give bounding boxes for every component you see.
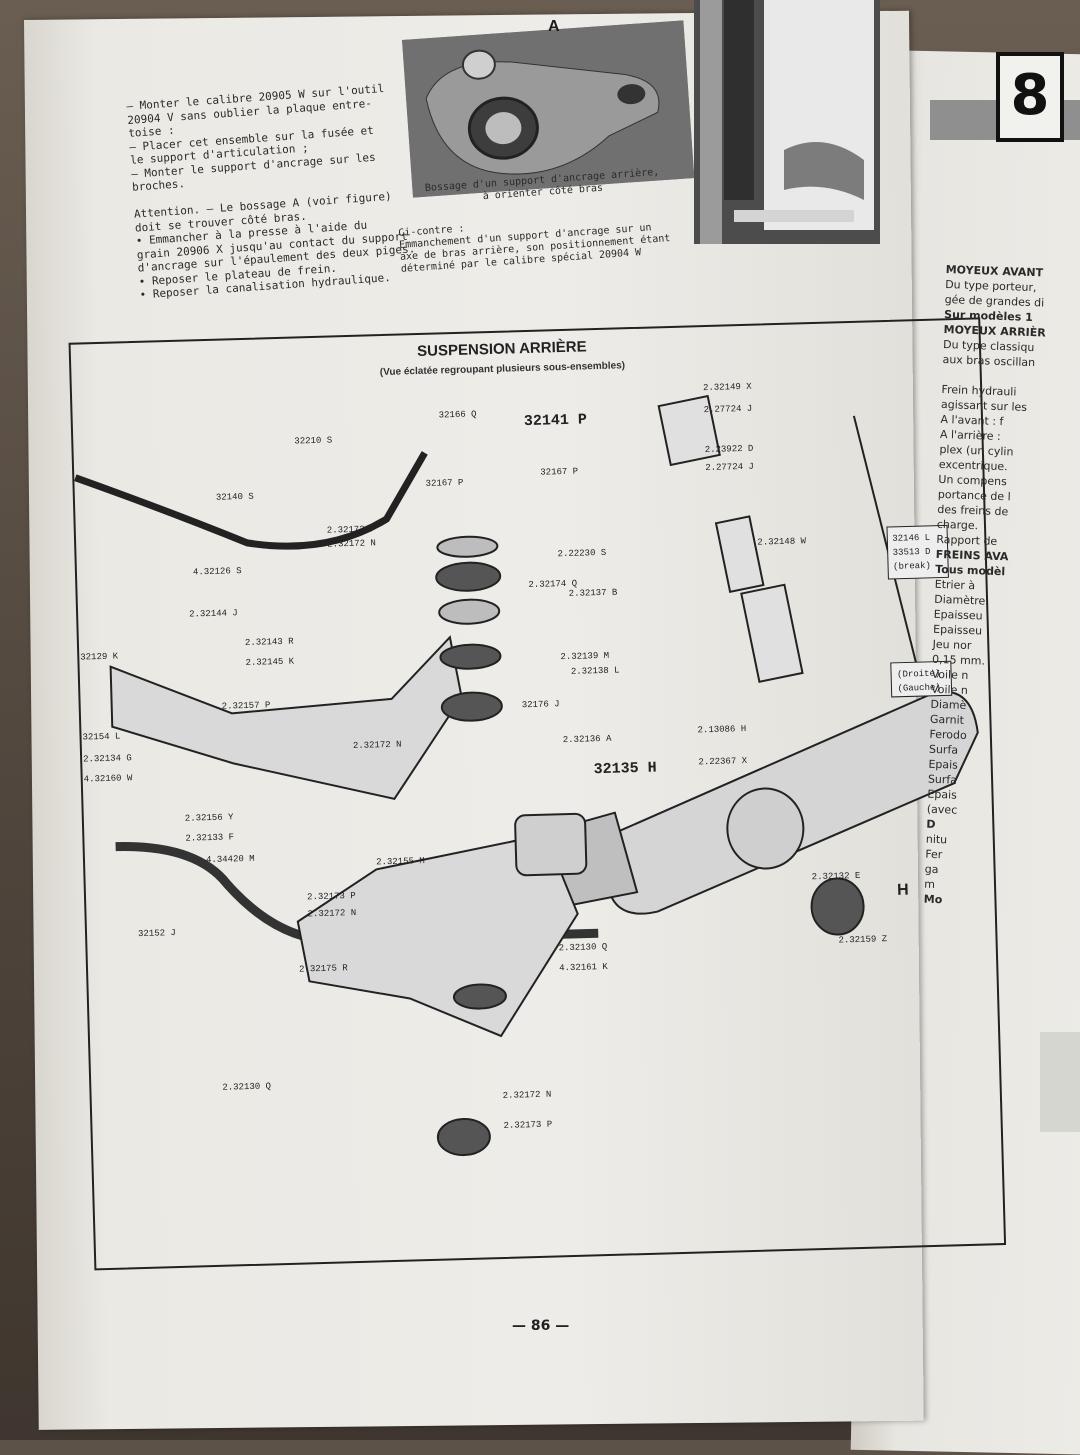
part-number-label: 2.27724 J	[705, 462, 754, 473]
side-box	[890, 660, 953, 698]
bracket-label: (break)	[893, 561, 931, 572]
part-number-label: 2.32173 P	[503, 1120, 552, 1131]
part-number-label: 2.32172 N	[353, 740, 402, 751]
stabilizer-bar	[74, 451, 428, 550]
diagram-frame: SUSPENSION ARRIÈRE (Vue éclatée regroupa…	[68, 317, 1007, 1271]
part-number-label: 2.32172 N	[503, 1090, 552, 1101]
part-number-label: 2.32172 N	[327, 538, 376, 549]
part-number-label: 2.32156 Y	[185, 812, 234, 823]
part-number-label: 2.32139 M	[560, 651, 609, 662]
part-number-label: 2.13086 H	[697, 724, 746, 735]
part-number-label: 32129 K	[80, 652, 119, 663]
diagram-subtitle: (Vue éclatée regroupant plusieurs sous-e…	[380, 360, 625, 378]
bracket-box	[886, 524, 949, 580]
part-number-label: 2.32137 B	[569, 588, 618, 599]
part-number-label: 2.32173 P	[307, 891, 356, 902]
part-number-label: 2.32174 Q	[528, 579, 577, 590]
photo-label-a: A	[548, 18, 560, 35]
part-number-label: 2.32134 G	[83, 753, 132, 764]
part-number-label: 2.32138 L	[571, 666, 620, 677]
big-part-label: 32141 P	[524, 411, 587, 430]
page-number: — 86 —	[512, 1318, 570, 1334]
big-part-label: 32135 H	[593, 760, 656, 779]
side-label: (Droite)	[897, 669, 940, 680]
part-number-label: 4.32126 S	[193, 566, 242, 577]
part-number-label: 2.32144 J	[189, 608, 238, 619]
part-number-label: 2.32130 Q	[558, 942, 607, 953]
part-number-label: 2.32175 R	[299, 963, 348, 974]
part-number-label: 2.32148 W	[757, 536, 806, 547]
part-number-label: 2.32172 N	[307, 908, 356, 919]
part-number-label: 4.32160 W	[84, 773, 133, 784]
arm-letter-label: H	[897, 882, 909, 899]
diagram-title: SUSPENSION ARRIÈRE	[417, 338, 587, 360]
part-number-label: 32152 J	[138, 928, 176, 939]
part-number-label: 2.27724 J	[704, 404, 753, 415]
side-label: (Gauche)	[897, 683, 940, 694]
cross-member	[109, 635, 579, 1038]
press-tool-photo	[694, 0, 880, 244]
part-number-label: 32167 P	[425, 478, 463, 489]
part-number-label: 32154 L	[82, 731, 120, 742]
part-labels: 32166 Q 32210 S 32167 P 32167 P 32140 S 2.321…	[80, 382, 888, 1131]
part-number-label: 2.32155 M	[376, 856, 425, 867]
part-number-label: 2.32173 P	[327, 524, 376, 535]
bracket-label: 33513 D	[893, 547, 931, 558]
silentbloc-stack	[435, 535, 507, 1157]
part-number-label: 2.32159 Z	[838, 934, 887, 945]
part-number-label: 32167 P	[540, 467, 578, 478]
part-number-label: 4.34420 M	[206, 854, 255, 865]
part-number-label: 32166 Q	[439, 409, 477, 420]
part-number-label: 2.32130 Q	[222, 1081, 271, 1092]
part-number-label: 2.32136 A	[563, 734, 612, 745]
anchor-support-photo	[402, 20, 695, 198]
shock-absorber	[657, 394, 804, 683]
part-number-label: 2.32143 R	[245, 637, 294, 648]
part-number-label: 2.32132 E	[812, 871, 861, 882]
chapter-number: 8	[996, 52, 1064, 142]
part-number-label: 32140 S	[216, 492, 254, 503]
part-number-label: 2.32145 K	[245, 657, 294, 668]
bracket-label: 32146 L	[892, 533, 930, 544]
part-number-label: 2.22367 X	[698, 756, 747, 767]
part-number-label: 2.32157 P	[222, 700, 271, 711]
part-number-label: 2.32149 X	[703, 382, 752, 393]
part-number-label: 2.22230 S	[557, 548, 606, 559]
note-box	[1040, 1032, 1080, 1132]
intro-text: — Monter le calibre 20905 W sur l'outil …	[126, 81, 416, 302]
part-number-label: 4.32161 K	[559, 962, 608, 973]
part-number-label: 2.32133 F	[185, 832, 234, 843]
exploded-view-diagram: SUSPENSION ARRIÈRE (Vue éclatée regroupa…	[60, 262, 1017, 1278]
part-number-label: 32210 S	[294, 435, 332, 446]
bearing-and-hub	[514, 787, 865, 936]
part-number-label: 32176 J	[522, 699, 560, 710]
part-number-label: 2.23922 D	[705, 444, 754, 455]
